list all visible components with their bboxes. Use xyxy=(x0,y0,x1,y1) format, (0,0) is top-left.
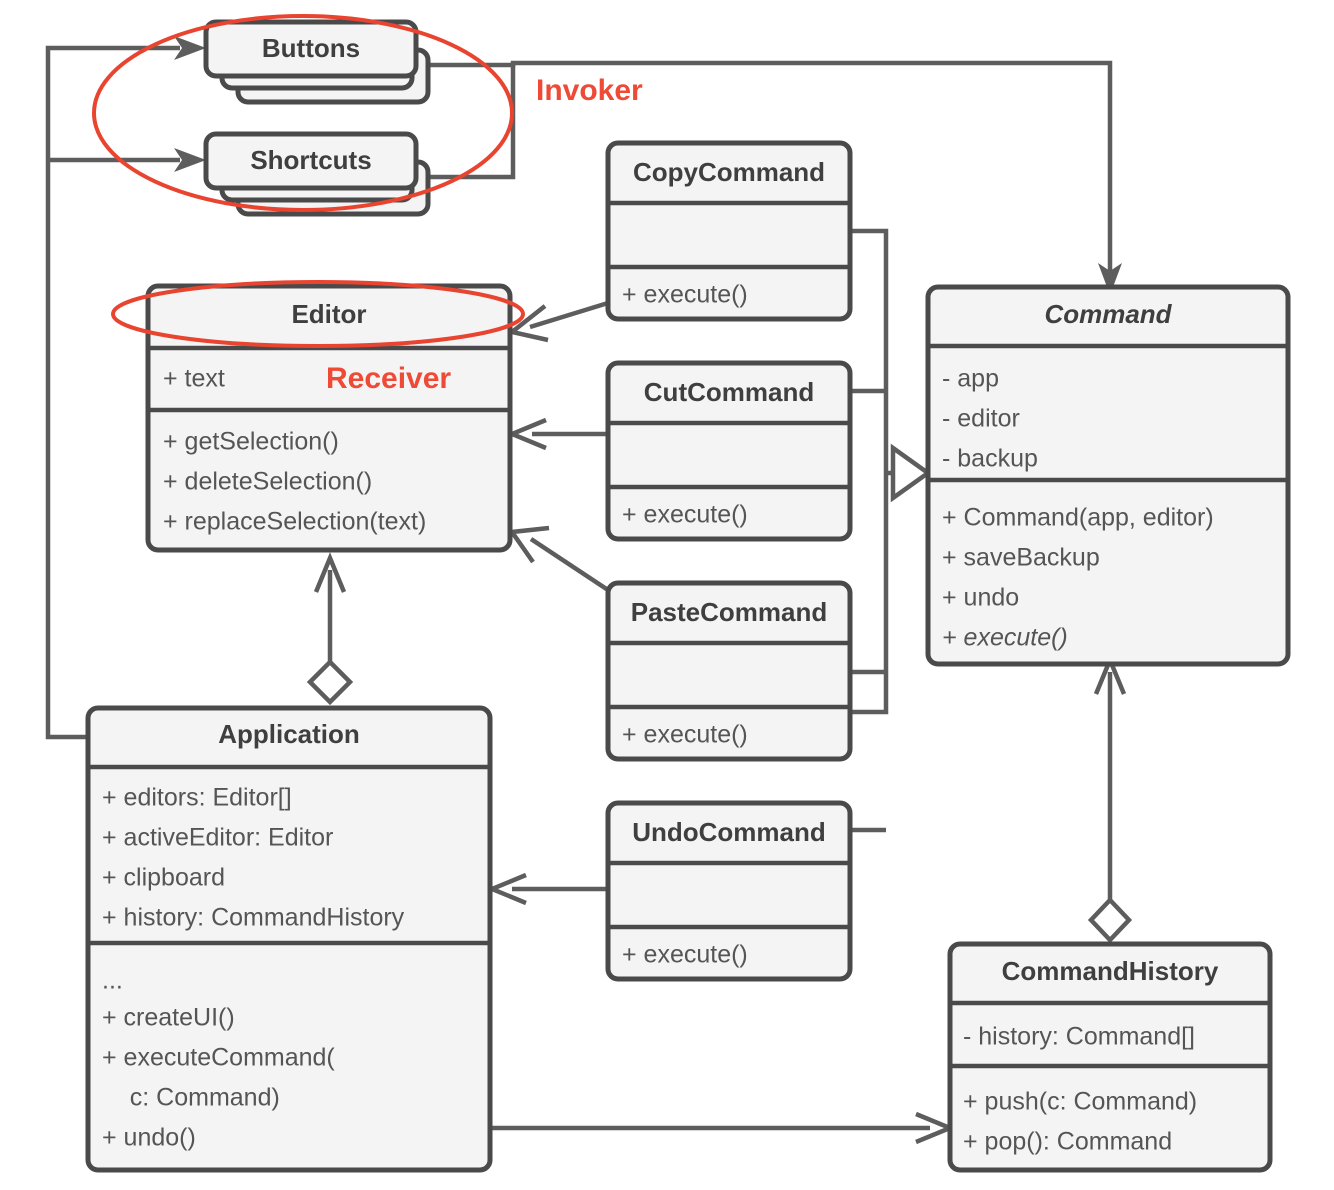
copycommand-box xyxy=(605,140,853,322)
inheritance-triangle-command xyxy=(890,443,932,503)
command-method-0: + Command(app, editor) xyxy=(942,504,1214,532)
editor-method-1: + deleteSelection() xyxy=(163,468,372,496)
application-method-1: + createUI() xyxy=(102,1004,235,1032)
pastecommand-method-0: + execute() xyxy=(622,721,748,749)
receiver-label: Receiver xyxy=(326,362,451,395)
class-box-cutcommand[interactable]: CutCommand + execute() xyxy=(605,360,853,542)
command-title: Command xyxy=(1044,299,1172,329)
edge-application-to-invokers xyxy=(45,45,180,740)
cutcommand-method-0: + execute() xyxy=(622,501,748,529)
application-box xyxy=(85,705,493,1173)
class-box-undocommand[interactable]: UndoCommand + execute() xyxy=(605,800,853,982)
annotations-layer: Invoker Receiver xyxy=(92,14,643,395)
copycommand-title: CopyCommand xyxy=(633,157,825,187)
invoker-label: Invoker xyxy=(536,74,643,107)
class-box-editor[interactable]: Editor + text + getSelection() + deleteS… xyxy=(145,283,513,553)
class-box-copycommand[interactable]: CopyCommand + execute() xyxy=(605,140,853,322)
commandhistory-attr-0: - history: Command[] xyxy=(963,1023,1195,1051)
receiver-highlight-ellipse xyxy=(111,280,525,348)
application-method-2: + executeCommand( xyxy=(102,1044,335,1072)
aggregation-diamond-commandhistory xyxy=(1087,896,1133,944)
editor-method-0: + getSelection() xyxy=(163,428,339,456)
class-box-buttons[interactable]: Buttons xyxy=(203,19,431,105)
undocommand-title: UndoCommand xyxy=(632,817,826,847)
buttons-title: Buttons xyxy=(262,33,360,63)
buttons-box xyxy=(203,19,419,79)
editor-box xyxy=(145,283,513,553)
class-box-shortcuts[interactable]: Shortcuts xyxy=(203,131,431,217)
application-attr-3: + history: CommandHistory xyxy=(102,904,405,932)
undocommand-method-0: + execute() xyxy=(622,941,748,969)
cutcommand-box xyxy=(605,360,853,542)
editor-attr-0: + text xyxy=(163,365,225,393)
aggregation-diamond-application xyxy=(306,658,354,706)
command-method-1: + saveBackup xyxy=(942,544,1100,572)
application-method-4: + undo() xyxy=(102,1124,196,1152)
application-title: Application xyxy=(218,719,360,749)
pastecommand-box xyxy=(605,580,853,762)
commandhistory-method-1: + pop(): Command xyxy=(963,1128,1172,1156)
edge-pastecommand-to-editor xyxy=(529,537,610,592)
arrowhead-command-top xyxy=(1098,263,1122,295)
class-box-command[interactable]: Command - app - editor - backup + Comman… xyxy=(925,284,1291,667)
command-attr-2: - backup xyxy=(942,445,1038,473)
editor-method-2: + replaceSelection(text) xyxy=(163,508,426,536)
arrowhead-editor-aggregation xyxy=(313,552,347,593)
editor-title: Editor xyxy=(291,299,366,329)
application-attr-1: + activeEditor: Editor xyxy=(102,824,333,852)
commandhistory-box xyxy=(947,941,1273,1173)
shortcuts-title: Shortcuts xyxy=(250,145,371,175)
command-method-3: + execute() xyxy=(942,624,1068,652)
command-attr-0: - app xyxy=(942,365,999,393)
commandhistory-method-0: + push(c: Command) xyxy=(963,1088,1197,1116)
class-box-commandhistory[interactable]: CommandHistory - history: Command[] + pu… xyxy=(947,941,1273,1173)
pastecommand-title: PasteCommand xyxy=(631,597,828,627)
edge-shortcuts-to-command xyxy=(422,65,516,180)
edge-inheritance-bus xyxy=(849,228,889,715)
application-method-3: c: Command) xyxy=(102,1084,280,1112)
application-attr-0: + editors: Editor[] xyxy=(102,784,292,812)
cutcommand-title: CutCommand xyxy=(644,377,814,407)
class-box-pastecommand[interactable]: PasteCommand + execute() xyxy=(605,580,853,762)
copycommand-method-0: + execute() xyxy=(622,281,748,309)
invoker-highlight-ellipse xyxy=(92,14,514,212)
undocommand-box xyxy=(605,800,853,982)
class-box-application[interactable]: Application + editors: Editor[] + active… xyxy=(85,705,493,1173)
application-attr-2: + clipboard xyxy=(102,864,225,892)
arrowhead-buttons xyxy=(174,36,206,60)
application-method-0: ... xyxy=(102,967,123,995)
shortcuts-box xyxy=(203,131,419,191)
edge-copycommand-to-editor xyxy=(529,300,609,330)
command-attr-1: - editor xyxy=(942,405,1020,433)
arrowhead-shortcuts xyxy=(174,148,206,172)
command-box xyxy=(925,284,1291,667)
command-method-2: + undo xyxy=(942,584,1019,612)
commandhistory-title: CommandHistory xyxy=(1002,956,1219,986)
